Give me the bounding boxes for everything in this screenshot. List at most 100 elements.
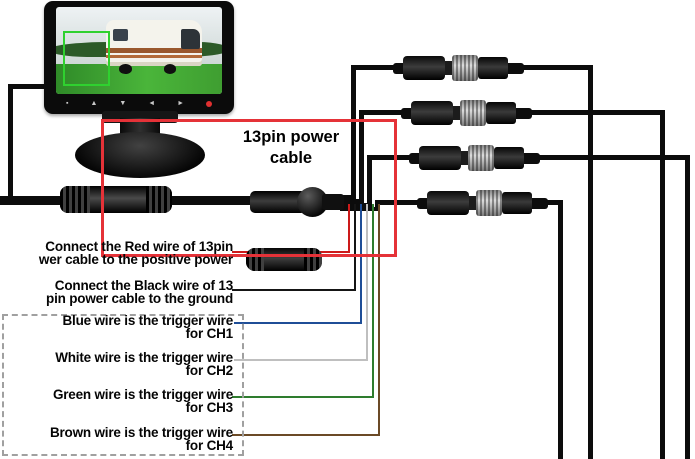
aviation-connector-ch4 bbox=[417, 190, 548, 216]
inline-connector-rib bbox=[246, 248, 264, 271]
green-wire bbox=[372, 204, 374, 398]
aviation-connector-ch1 bbox=[393, 55, 524, 81]
monitor-button-row: ▪ ▲ ▼ ◄ ► bbox=[56, 96, 222, 111]
ch4-out-cable-drop bbox=[558, 200, 563, 459]
ch3-cable-riser bbox=[367, 155, 372, 207]
connector-socket-body bbox=[486, 102, 516, 124]
connector-boot bbox=[532, 197, 548, 209]
splitter-boot bbox=[250, 191, 306, 213]
rv-wheel bbox=[163, 64, 177, 74]
splitter-lead-2 bbox=[340, 199, 364, 203]
connector-plug-body bbox=[427, 191, 469, 215]
note-line: for CH1 bbox=[185, 325, 234, 341]
connector-plug-body bbox=[419, 146, 461, 170]
ch4-cable bbox=[375, 200, 423, 205]
note-brown-wire: Brown wire is the trigger wire for CH4 bbox=[0, 425, 233, 453]
connector-boot bbox=[516, 107, 532, 119]
trigger-wires-group-box bbox=[2, 314, 244, 456]
black-wire bbox=[354, 204, 356, 291]
rv-image bbox=[105, 20, 203, 76]
grass-image bbox=[56, 64, 222, 94]
monitor-button-right-icon: ► bbox=[177, 100, 185, 107]
blue-wire-pointer bbox=[234, 322, 362, 324]
barrel-rib bbox=[60, 186, 90, 213]
note-white-wire: White wire is the trigger wire for CH2 bbox=[0, 350, 234, 378]
note-line: for CH3 bbox=[185, 399, 234, 415]
barrel-rib bbox=[146, 186, 172, 213]
power-cable-title-line1: 13pin power bbox=[242, 128, 340, 146]
aviation-connector-ch3 bbox=[409, 145, 540, 171]
ch3-out-cable bbox=[539, 155, 690, 160]
ch4-cable-riser bbox=[375, 200, 380, 211]
connector-boot bbox=[393, 62, 403, 74]
monitor-button-icon: ▪ bbox=[66, 100, 69, 107]
monitor-button-up-icon: ▲ bbox=[90, 100, 98, 107]
green-wire-pointer bbox=[232, 396, 374, 398]
power-cable-title: 13pin power cable bbox=[214, 127, 368, 169]
monitor-button-down-icon: ▼ bbox=[119, 100, 127, 107]
connector-coupling-ring bbox=[476, 190, 502, 216]
note-line: Connect the Red wire of 13pin bbox=[45, 239, 233, 254]
ch1-cable bbox=[351, 65, 399, 70]
ch3-cable bbox=[367, 155, 415, 160]
connector-coupling-ring bbox=[452, 55, 478, 81]
monitor-power-led bbox=[206, 100, 212, 107]
connector-boot bbox=[409, 152, 419, 164]
connector-boot bbox=[524, 152, 540, 164]
connector-boot bbox=[401, 107, 411, 119]
monitor-video-cable bbox=[8, 84, 48, 89]
note-line: Brown wire is the trigger wire bbox=[49, 425, 233, 440]
note-line: Connect the Black wire of 13 bbox=[54, 278, 233, 293]
rv-windshield bbox=[180, 28, 201, 49]
note-blue-wire: Blue wire is the trigger wire for CH1 bbox=[0, 313, 234, 341]
connector-coupling-ring bbox=[460, 100, 486, 126]
rv-wheel bbox=[119, 64, 132, 74]
rv-stripe bbox=[105, 55, 203, 58]
note-line: Blue wire is the trigger wire bbox=[62, 313, 234, 328]
connector-neck bbox=[445, 61, 452, 75]
splitter-lead-3 bbox=[340, 203, 372, 207]
ch4-out-cable bbox=[547, 200, 563, 205]
ch3-out-cable-drop bbox=[685, 155, 690, 459]
white-wire-pointer bbox=[234, 359, 368, 361]
note-black-wire: Connect the Black wire of 13 pin power c… bbox=[0, 278, 233, 306]
monitor-video-cable bbox=[8, 84, 13, 203]
inline-connector-rib bbox=[304, 248, 322, 271]
ch1-out-cable bbox=[523, 65, 593, 70]
note-line: pin power cable to the ground bbox=[46, 290, 233, 306]
note-line: for CH2 bbox=[185, 362, 234, 378]
connector-neck bbox=[453, 106, 460, 120]
brown-wire bbox=[378, 204, 380, 436]
white-wire bbox=[366, 204, 368, 361]
barrel-connector bbox=[60, 186, 172, 213]
ch1-cable-riser bbox=[351, 65, 356, 199]
highlight-box bbox=[101, 119, 397, 257]
note-line: Green wire is the trigger wire bbox=[52, 387, 233, 402]
rv-stripe bbox=[105, 47, 203, 53]
ch2-cable-riser bbox=[359, 110, 364, 203]
splitter-lead-1 bbox=[340, 195, 356, 199]
connector-neck bbox=[469, 196, 476, 210]
connector-coupling-ring bbox=[468, 145, 494, 171]
monitor-stand-base bbox=[75, 132, 205, 178]
note-line: White wire is the trigger wire bbox=[55, 350, 233, 365]
brown-wire-pointer bbox=[232, 434, 380, 436]
aviation-connector-ch2 bbox=[401, 100, 532, 126]
black-wire-pointer bbox=[232, 289, 356, 291]
ch2-cable bbox=[359, 110, 407, 115]
blue-wire bbox=[360, 204, 362, 324]
connector-plug-body bbox=[403, 56, 445, 80]
monitor-button-left-icon: ◄ bbox=[148, 100, 156, 107]
connector-boot bbox=[508, 62, 524, 74]
note-line: wer cable to the positive power bbox=[38, 251, 233, 267]
power-cable-title-line2: cable bbox=[269, 149, 313, 167]
parking-guide-overlay bbox=[62, 31, 110, 86]
connector-socket-body bbox=[494, 147, 524, 169]
red-wire bbox=[348, 204, 350, 253]
connector-boot bbox=[417, 197, 427, 209]
ch2-out-cable-drop bbox=[660, 110, 665, 459]
splitter-tip bbox=[322, 194, 344, 210]
connector-socket-body bbox=[478, 57, 508, 79]
note-green-wire: Green wire is the trigger wire for CH3 bbox=[0, 387, 234, 415]
